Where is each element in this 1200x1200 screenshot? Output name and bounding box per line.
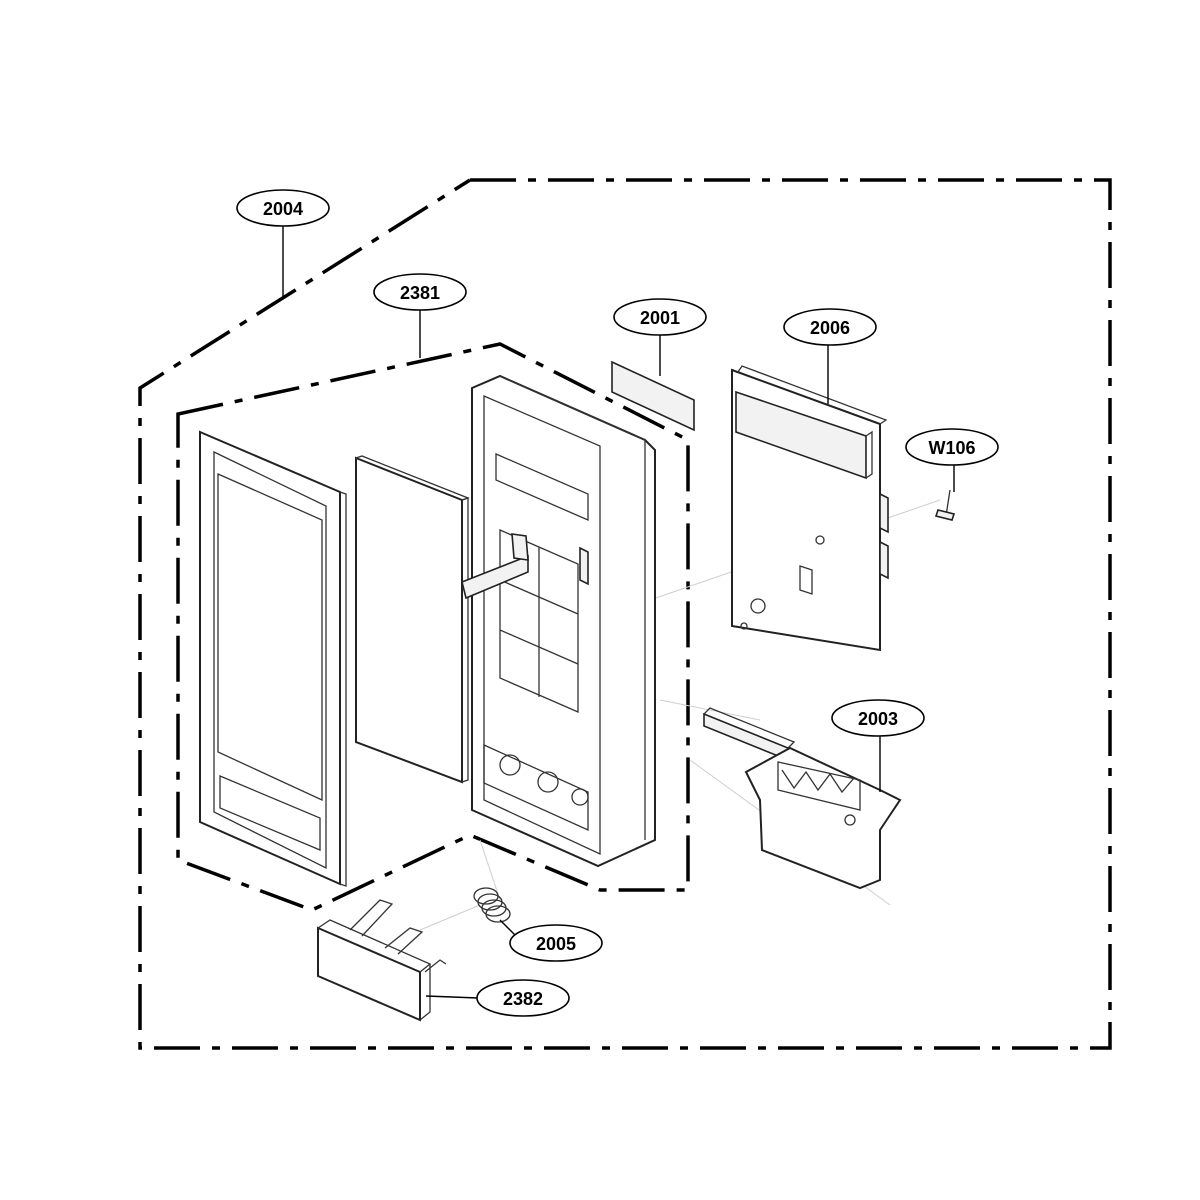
leader-lines xyxy=(282,226,955,999)
callout-W106-label: W106 xyxy=(928,438,975,458)
callout-2381-label: 2381 xyxy=(400,283,440,303)
callout-2001-label: 2001 xyxy=(640,308,680,328)
inner-assembly-boundary xyxy=(176,342,690,912)
control-circuit-board xyxy=(731,365,889,652)
callout-2004-label: 2004 xyxy=(263,199,303,219)
outer-assembly-boundary xyxy=(138,178,1112,1050)
door-latch-assembly xyxy=(703,707,902,890)
callout-W106: W106 xyxy=(905,428,999,466)
control-panel-housing xyxy=(461,374,656,868)
callout-2006-label: 2006 xyxy=(810,318,850,338)
callout-2382: 2382 xyxy=(476,979,570,1017)
callout-2381: 2381 xyxy=(373,273,467,311)
callout-2004: 2004 xyxy=(236,189,330,227)
screw xyxy=(934,489,956,521)
callout-2003-label: 2003 xyxy=(858,709,898,729)
door-front-frame xyxy=(199,430,347,887)
display-filter xyxy=(611,360,695,432)
window-glass-panel xyxy=(355,455,470,784)
door-open-button xyxy=(317,899,447,1022)
button-spring xyxy=(473,887,511,923)
callout-2001: 2001 xyxy=(613,298,707,336)
callout-2382-label: 2382 xyxy=(503,989,543,1009)
callout-2005: 2005 xyxy=(509,924,603,962)
callout-2005-label: 2005 xyxy=(536,934,576,954)
callout-2003: 2003 xyxy=(831,699,925,737)
callout-2006: 2006 xyxy=(783,308,877,346)
